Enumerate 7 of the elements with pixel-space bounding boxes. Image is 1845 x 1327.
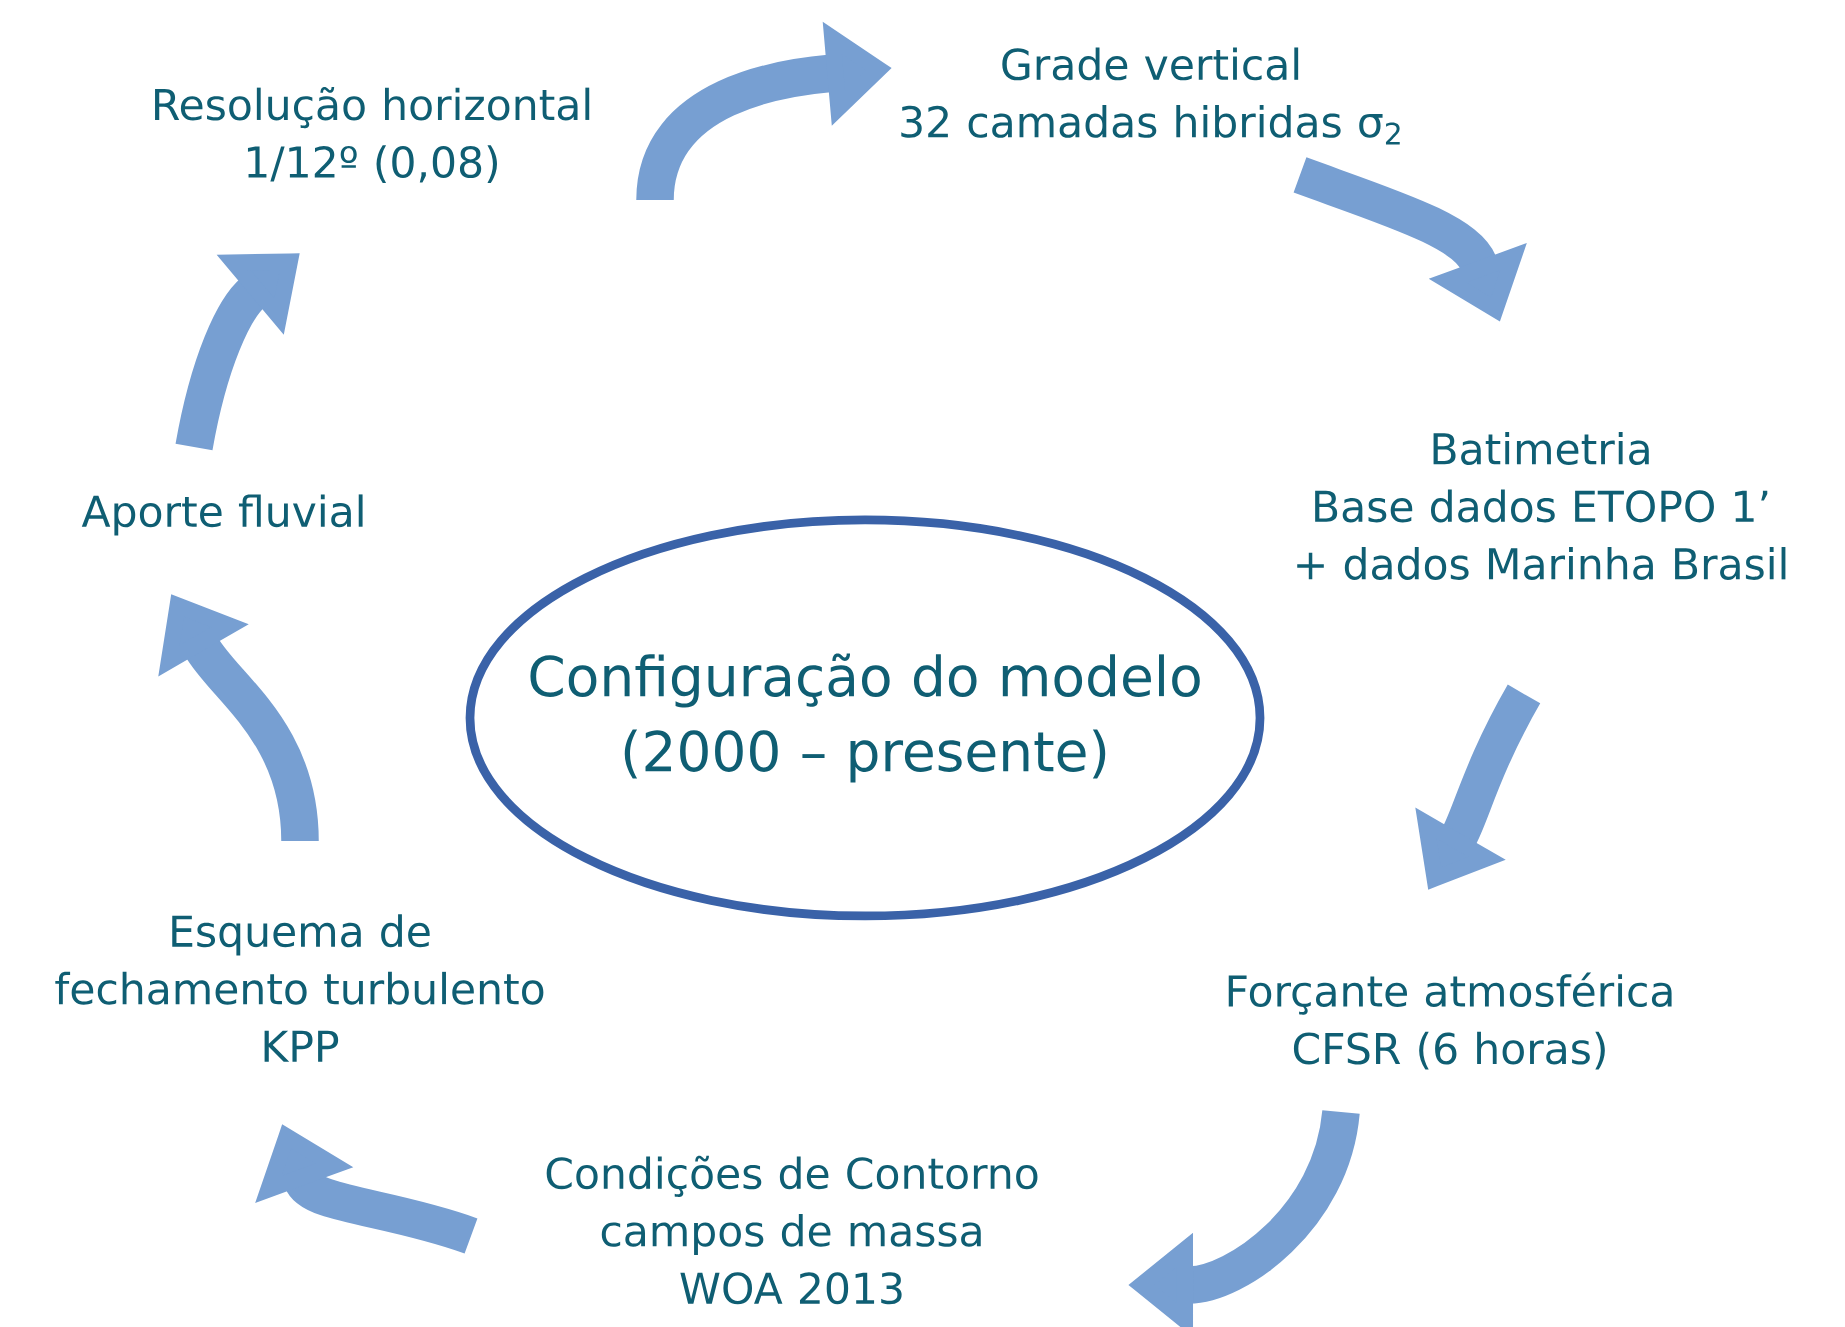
- text-label: Aporte fluvial: [81, 494, 363, 536]
- ellipse-node: Configuração do modelo (2000 – presente): [465, 515, 1265, 921]
- text-label: Condições de Contorno campos de massa WOA 2013: [546, 1155, 1038, 1305]
- text-label: Forçante atmosférica CFSR (6 horas): [1228, 972, 1672, 1070]
- text-label: Resolução horizontal 1/12º (0,08): [155, 86, 590, 184]
- text-label: Batimetria Base dados ETOPO 1’ + dados Marinha Brasil: [1297, 432, 1786, 580]
- text-label: Grade vertical 32 camadas hibridas σ$_{2}$: [901, 47, 1400, 145]
